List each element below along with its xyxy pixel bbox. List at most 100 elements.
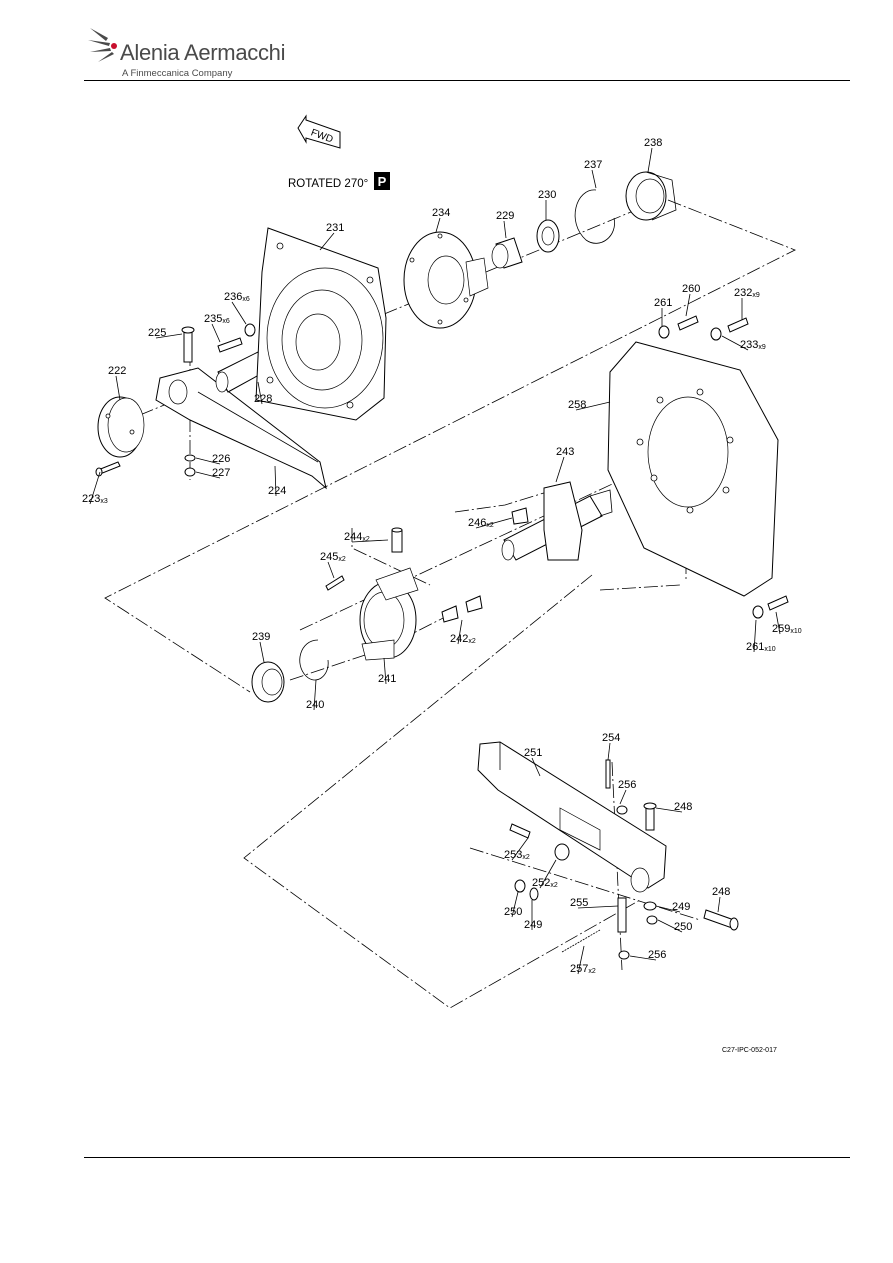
part-237-snap-ring (574, 189, 615, 244)
part-239-lock-nut (251, 661, 285, 703)
part-254-pin (605, 759, 611, 789)
leader-line (211, 323, 221, 343)
callout-number: 237 (584, 159, 602, 171)
callout-number: 261 (654, 297, 672, 309)
callout-number: 248 (712, 886, 730, 898)
part-233-washer (710, 327, 722, 341)
leader-line (259, 641, 265, 663)
callout-228: 228 (254, 381, 272, 405)
part-236-washer (244, 323, 256, 337)
leader-line (721, 335, 749, 351)
leader-line (327, 561, 335, 579)
callout-255: 255 (570, 897, 619, 909)
callout-number: 257x2 (570, 963, 596, 975)
callout-number: 253x2 (504, 849, 530, 861)
leader-line (511, 837, 529, 861)
callout-number: 230 (538, 189, 556, 201)
callout-number: 248 (674, 801, 692, 813)
callout-237: 237 (584, 159, 602, 189)
callout-256: 256 (629, 949, 666, 961)
leader-line (619, 789, 627, 805)
part-238-nut (625, 171, 677, 221)
figure-id: C27-IPC-052-017 (722, 1047, 777, 1054)
callout-number: 252x2 (532, 877, 558, 889)
callout-254: 254 (602, 732, 620, 761)
callout-253: 253x2 (504, 837, 530, 861)
callout-number: 229 (496, 210, 514, 222)
callout-number: 260 (682, 283, 700, 295)
part-256-nut-lower (618, 950, 630, 960)
callout-number: 232x9 (734, 287, 760, 299)
callout-number: 242x2 (450, 633, 476, 645)
callout-quantity: x9 (758, 344, 766, 351)
callout-quantity: x2 (486, 522, 494, 529)
leader-line (591, 169, 597, 189)
leader-line (647, 147, 653, 173)
callout-number: 239 (252, 631, 270, 643)
callout-248: 248 (712, 886, 730, 913)
leader-line (475, 517, 513, 529)
leader-line (195, 457, 221, 465)
leader-line (655, 807, 683, 813)
callout-number: 243 (556, 446, 574, 458)
rotation-symbol: P (378, 174, 387, 189)
part-260-bolt (677, 315, 699, 331)
part-235-bolt (217, 337, 243, 353)
callout-250: 250 (657, 919, 692, 933)
callout-quantity: x6 (242, 296, 250, 303)
callout-number: 261x10 (746, 641, 776, 653)
leader-line (195, 471, 221, 479)
leader-line (274, 465, 277, 497)
part-229-bearing (491, 237, 523, 269)
callout-quantity: x2 (550, 882, 558, 889)
leader-line (89, 471, 101, 505)
callout-number: 225 (148, 327, 166, 339)
callout-number: 241 (378, 673, 396, 685)
company-name: Alenia Aermacchi (120, 40, 286, 65)
part-257-spring (561, 929, 601, 953)
leader-line (629, 955, 657, 961)
part-241-bearing-housing (359, 567, 419, 661)
callout-249: 249 (524, 900, 542, 931)
rotation-note: ROTATED 270° (288, 178, 368, 190)
callout-number: 255 (570, 897, 588, 909)
callout-227: 227 (195, 467, 230, 479)
callout-230: 230 (538, 189, 556, 220)
callout-number: 250 (504, 906, 522, 918)
callout-225: 225 (148, 327, 183, 339)
part-261-washer (658, 325, 670, 339)
callout-quantity: x10 (790, 628, 801, 635)
callout-number: 222 (108, 365, 126, 377)
leader-line (115, 375, 121, 401)
leader-line (539, 859, 557, 889)
callout-229: 229 (496, 210, 514, 239)
callout-243: 243 (555, 446, 574, 483)
callout-231: 231 (319, 222, 344, 251)
leader-line (685, 293, 691, 317)
leader-line (531, 757, 541, 777)
part-234-flange (403, 231, 489, 329)
callout-number: 249 (672, 901, 690, 913)
part-255-spring-pin (617, 897, 627, 933)
callout-250: 250 (504, 891, 522, 918)
leader-line (351, 539, 389, 543)
leader-line (607, 742, 611, 761)
callout-number: 223x3 (82, 493, 108, 505)
part-242-fitting (441, 595, 483, 623)
callout-240: 240 (306, 679, 324, 711)
part-226-washer (184, 454, 196, 462)
callout-number: 250 (674, 921, 692, 933)
callout-number: 236x6 (224, 291, 250, 303)
callout-233: 233x9 (721, 335, 766, 351)
callout-number: 244x2 (344, 531, 370, 543)
leader-line (383, 657, 387, 685)
callout-238: 238 (644, 137, 662, 173)
leader-line (657, 919, 683, 933)
part-246-grease-fitting (511, 507, 529, 525)
leader-line (577, 945, 585, 975)
leader-line (457, 619, 463, 645)
callout-number: 227 (212, 467, 230, 479)
leader-line (503, 220, 507, 239)
callout-241: 241 (378, 657, 396, 685)
